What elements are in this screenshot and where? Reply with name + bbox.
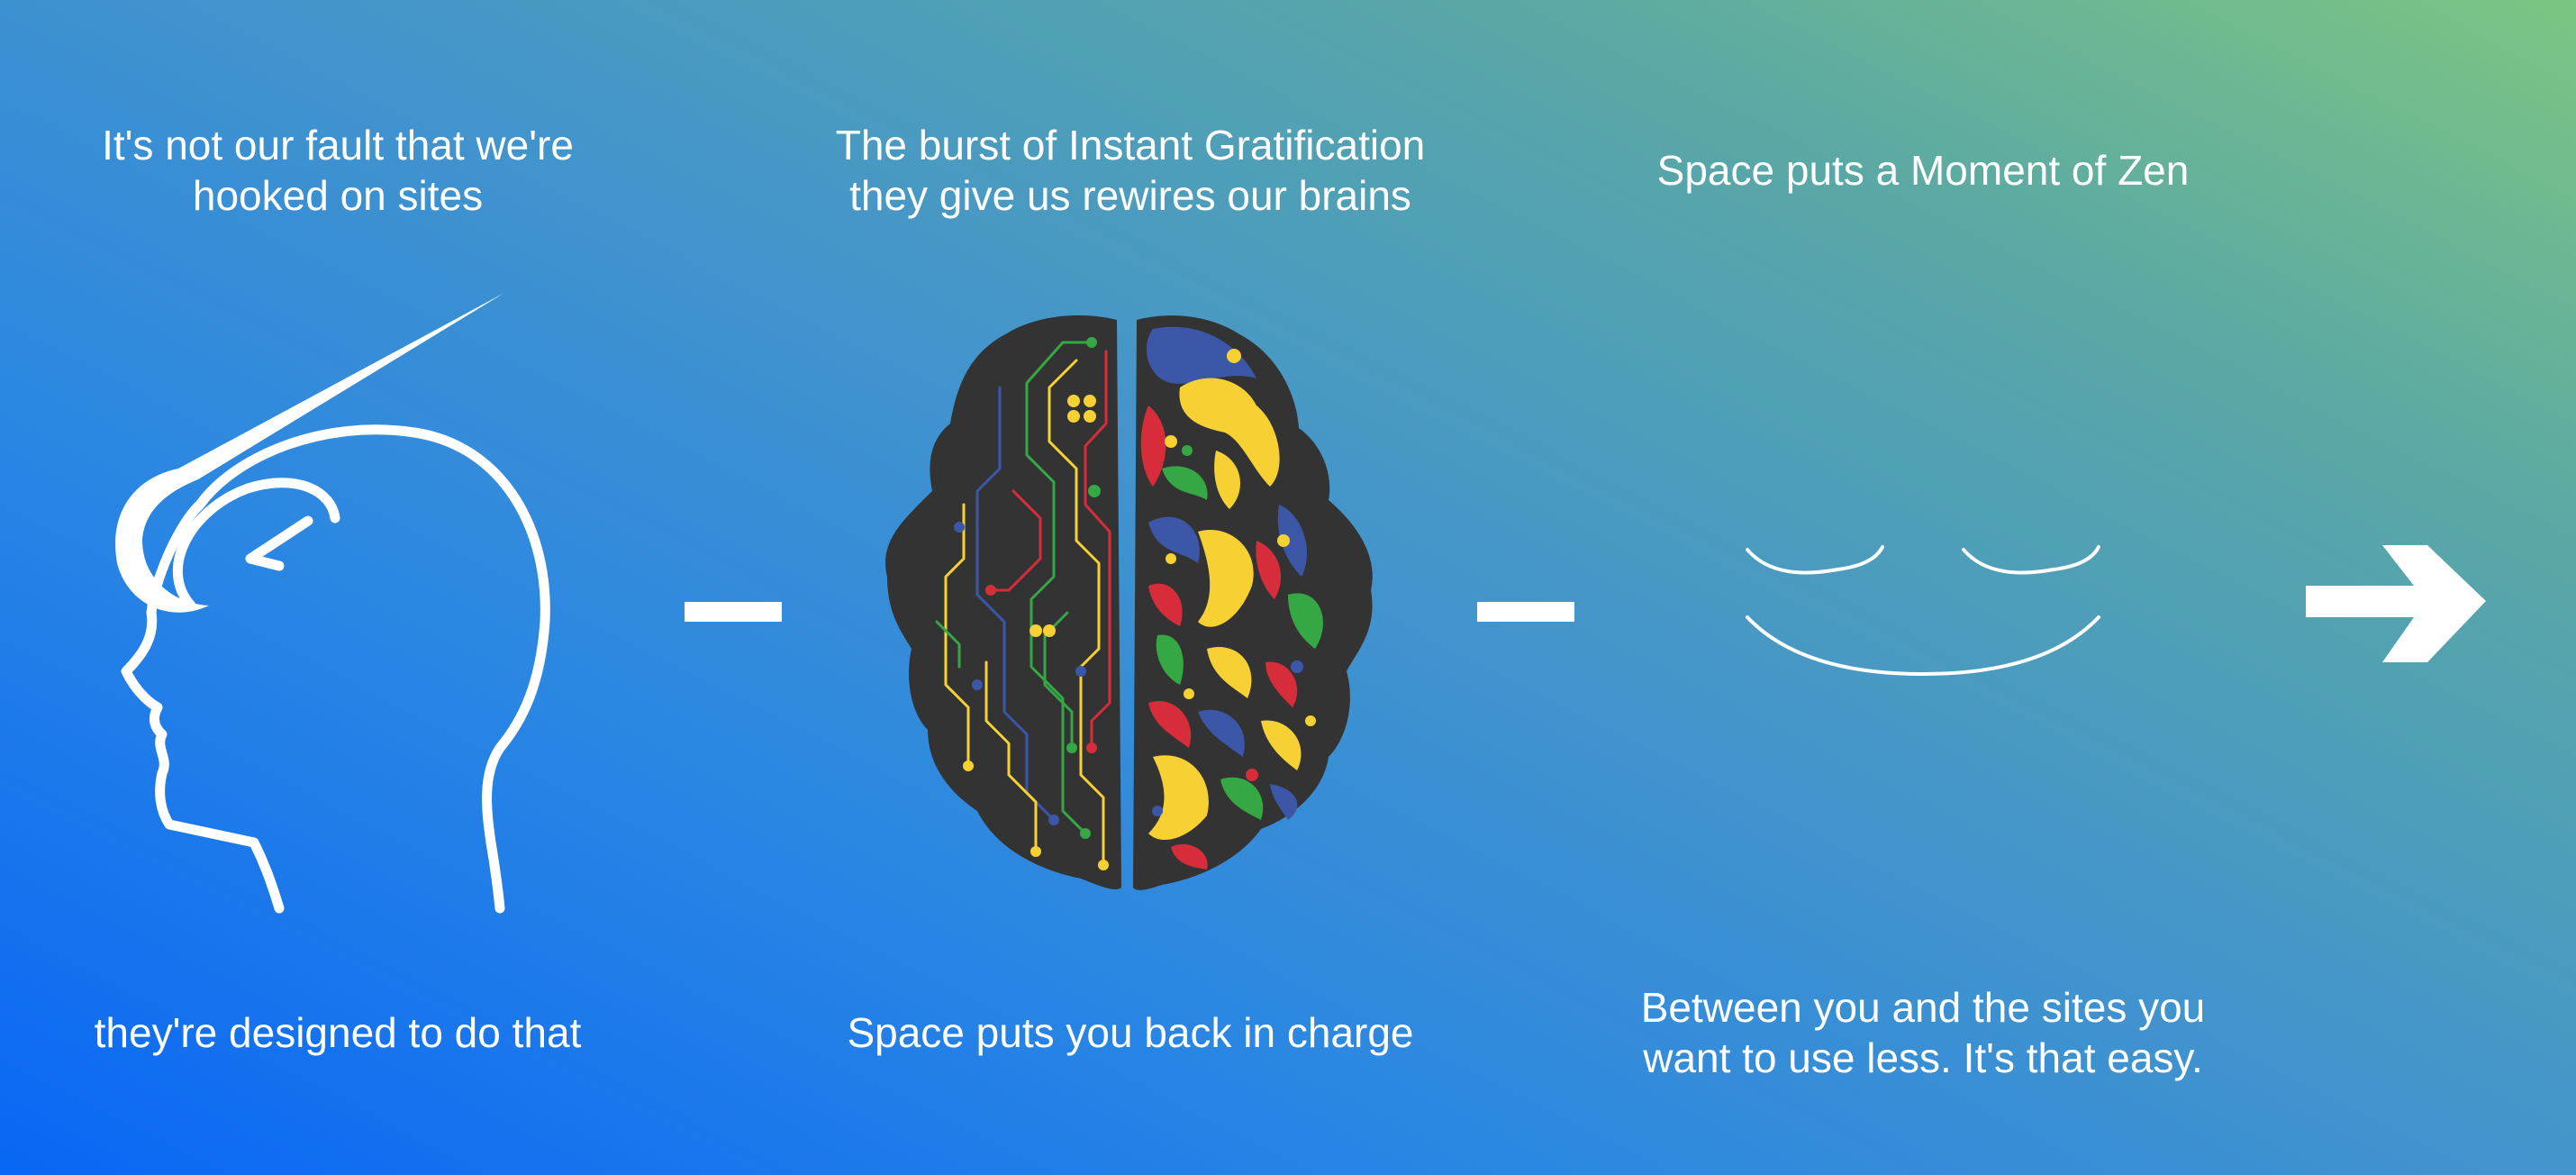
panel-1-bottom-caption: they're designed to do that (54, 1007, 621, 1058)
panel-1-top-line-2: hooked on sites (192, 172, 484, 219)
panel-1-top-caption: It's not our fault that we're hooked on … (54, 120, 621, 221)
panel-3-bottom-caption: Between you and the sites you want to us… (1563, 982, 2283, 1083)
panel-2-bottom-line-1: Space puts you back in charge (847, 1009, 1414, 1056)
panel-3-top-line-1: Space puts a Moment of Zen (1656, 147, 2190, 194)
panel-2-bottom-caption: Space puts you back in charge (775, 1007, 1486, 1058)
panel-1-top-line-1: It's not our fault that we're (102, 122, 574, 169)
dash-icon (685, 602, 782, 622)
hooked-head-icon (115, 293, 550, 914)
panel-1-bottom-line-1: they're designed to do that (94, 1009, 582, 1056)
panel-3-bottom-line-1: Between you and the sites you (1640, 984, 2206, 1031)
arrow-right-icon (2306, 545, 2486, 662)
panel-3-top-caption: Space puts a Moment of Zen (1563, 145, 2283, 196)
panel-2-top-line-2: they give us rewires our brains (849, 172, 1411, 219)
dash-icon (1477, 602, 1574, 622)
panel-2-top-line-1: The burst of Instant Gratification (835, 122, 1426, 169)
panel-3-bottom-line-2: want to use less. It's that easy. (1643, 1034, 2203, 1081)
brain-circuit-icon (885, 315, 1373, 890)
calm-face-icon (1746, 545, 2100, 677)
panel-2-top-caption: The burst of Instant Gratification they … (775, 120, 1486, 221)
